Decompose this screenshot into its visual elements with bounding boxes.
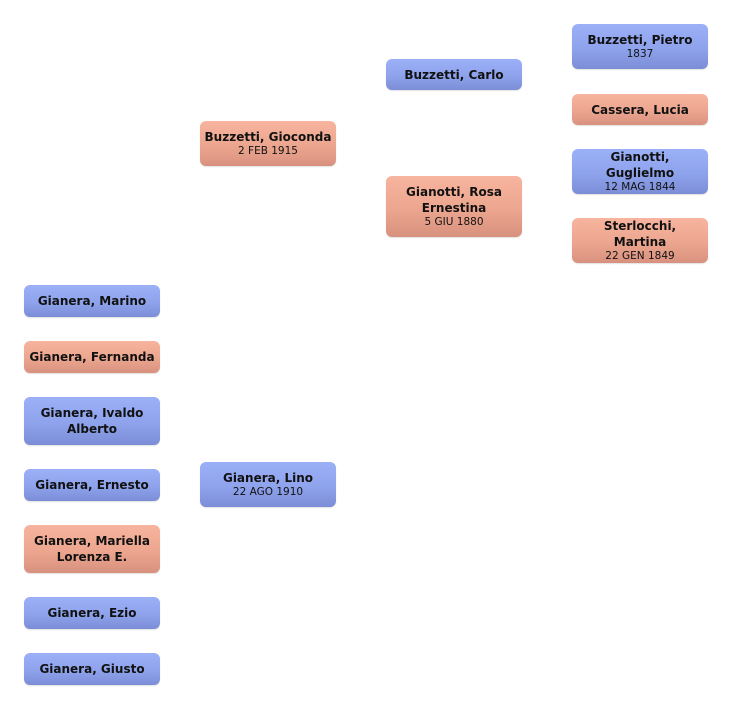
person-node-buzzetti-pietro[interactable]: Buzzetti, Pietro 1837 bbox=[572, 24, 708, 69]
person-name: Gianera, Ivaldo Alberto bbox=[40, 406, 144, 436]
person-date: 12 MAG 1844 bbox=[604, 181, 676, 193]
person-node-gianotti-rosa-ernestina[interactable]: Gianotti, Rosa Ernestina 5 GIU 1880 bbox=[386, 176, 522, 237]
person-name: Gianotti, Guglielmo bbox=[605, 150, 675, 180]
person-name: Buzzetti, Carlo bbox=[404, 67, 504, 82]
person-date: 5 GIU 1880 bbox=[424, 216, 484, 228]
person-name: Gianotti, Rosa Ernestina bbox=[406, 185, 502, 215]
person-name: Cassera, Lucia bbox=[591, 102, 689, 117]
person-node-gianera-ernesto[interactable]: Gianera, Ernesto bbox=[24, 469, 160, 501]
person-name: Buzzetti, Pietro bbox=[587, 33, 693, 47]
person-node-cassera-lucia[interactable]: Cassera, Lucia bbox=[572, 94, 708, 125]
person-name: Gianera, Lino bbox=[222, 471, 314, 485]
person-date: 22 AGO 1910 bbox=[232, 486, 304, 498]
person-name: Gianera, Fernanda bbox=[29, 350, 155, 364]
person-node-gianotti-guglielmo[interactable]: Gianotti, Guglielmo 12 MAG 1844 bbox=[572, 149, 708, 194]
person-node-gianera-marino[interactable]: Gianera, Marino bbox=[24, 285, 160, 317]
person-date: 2 FEB 1915 bbox=[238, 145, 298, 157]
person-date: 22 GEN 1849 bbox=[605, 250, 675, 262]
person-node-buzzetti-gioconda[interactable]: Buzzetti, Gioconda 2 FEB 1915 bbox=[200, 121, 336, 166]
person-node-sterlocchi-martina[interactable]: Sterlocchi, Martina 22 GEN 1849 bbox=[572, 218, 708, 263]
person-node-gianera-ezio[interactable]: Gianera, Ezio bbox=[24, 597, 160, 629]
person-date: 1837 bbox=[626, 48, 654, 60]
person-name: Gianera, Ezio bbox=[47, 606, 137, 620]
person-name: Buzzetti, Gioconda bbox=[204, 130, 332, 144]
person-node-gianera-mariella-lorenza[interactable]: Gianera, Mariella Lorenza E. bbox=[24, 525, 160, 573]
person-name: Gianera, Giusto bbox=[39, 662, 145, 676]
person-name: Gianera, Ernesto bbox=[35, 478, 149, 492]
person-name: Sterlocchi, Martina bbox=[603, 219, 677, 249]
person-node-gianera-ivaldo-alberto[interactable]: Gianera, Ivaldo Alberto bbox=[24, 397, 160, 445]
person-node-buzzetti-carlo[interactable]: Buzzetti, Carlo bbox=[386, 59, 522, 90]
person-node-gianera-giusto[interactable]: Gianera, Giusto bbox=[24, 653, 160, 685]
person-name: Gianera, Marino bbox=[37, 294, 147, 308]
person-node-gianera-lino[interactable]: Gianera, Lino 22 AGO 1910 bbox=[200, 462, 336, 507]
person-name: Gianera, Mariella Lorenza E. bbox=[33, 534, 151, 564]
person-node-gianera-fernanda[interactable]: Gianera, Fernanda bbox=[24, 341, 160, 373]
